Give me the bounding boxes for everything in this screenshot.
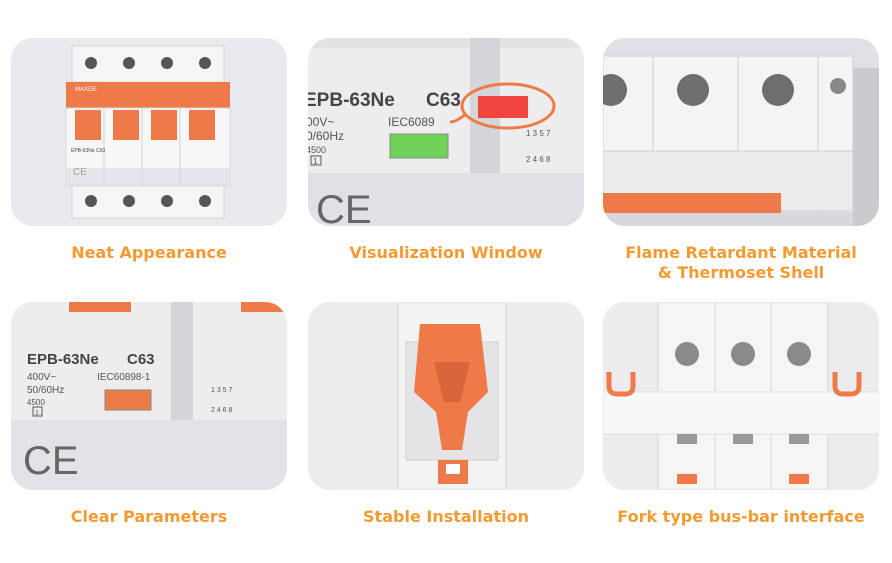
model-label: EPB-63Ne — [27, 351, 99, 368]
caption-stable-installation: Stable Installation — [363, 507, 529, 526]
feature-card-fork-busbar — [603, 302, 879, 490]
red-indicator-window — [478, 96, 528, 118]
svg-text:1 3 5 7: 1 3 5 7 — [526, 129, 551, 138]
bus-bar — [603, 391, 879, 435]
caption-clear-parameters: Clear Parameters — [70, 507, 228, 526]
ce-mark: CE — [23, 439, 79, 483]
flame-retardant-shell-image — [603, 38, 879, 226]
clear-parameters-image: EPB-63Ne C63 400V~ IEC60898-1 50/60Hz 45… — [11, 302, 287, 490]
class-label: 1 — [313, 157, 318, 166]
breaker-front-image: MAXGE EPB-63Ne C63 CE — [11, 38, 287, 226]
feature-card-stable-installation — [308, 302, 584, 490]
svg-text:2 4 6 8: 2 4 6 8 — [526, 155, 551, 164]
standard-label: IEC60898-1 — [97, 372, 151, 383]
frequency-label: 50/60Hz — [27, 385, 64, 396]
svg-text:1 3 5 7: 1 3 5 7 — [211, 387, 233, 394]
rating-label: C63 — [127, 351, 155, 368]
green-indicator-window — [389, 133, 449, 159]
ce-mark: CE — [316, 188, 372, 226]
highlight-ring — [460, 82, 556, 130]
orange-handle — [603, 193, 781, 213]
rating-label: C63 — [426, 90, 461, 111]
feature-card-neat-appearance: MAXGE EPB-63Ne C63 CE — [11, 38, 287, 226]
standard-label: IEC6089 — [388, 115, 435, 129]
breaking-capacity-label: 4500 — [27, 398, 45, 407]
frequency-label: 0/60Hz — [308, 129, 344, 143]
brand-label: MAXGE — [75, 87, 97, 93]
caption-neat-appearance: Neat Appearance — [71, 243, 227, 262]
voltage-label: 400V~ — [27, 372, 56, 383]
caption-fork-busbar: Fork type bus-bar interface — [617, 507, 865, 526]
visualization-window-image: EPB-63Ne C63 00V~ 0/60Hz IEC6089 4500 1 … — [308, 38, 584, 226]
class-label: 1 — [35, 410, 39, 417]
caption-visualization-window: Visualization Window — [349, 243, 543, 262]
fork-busbar-image — [603, 302, 879, 490]
model-label: EPB-63Ne C63 — [71, 148, 105, 154]
svg-text:2 4 6 8: 2 4 6 8 — [211, 407, 233, 414]
feature-card-clear-parameters: EPB-63Ne C63 400V~ IEC60898-1 50/60Hz 45… — [11, 302, 287, 490]
caption-flame-retardant: Flame Retardant Material & Thermoset She… — [625, 243, 857, 282]
breaking-capacity-label: 4500 — [308, 145, 326, 155]
voltage-label: 00V~ — [308, 115, 334, 129]
feature-card-visualization-window: EPB-63Ne C63 00V~ 0/60Hz IEC6089 4500 1 … — [308, 38, 584, 226]
stable-installation-image — [308, 302, 584, 490]
feature-card-flame-retardant — [603, 38, 879, 226]
model-label: EPB-63Ne — [308, 90, 395, 111]
orange-indicator-window — [104, 389, 152, 411]
